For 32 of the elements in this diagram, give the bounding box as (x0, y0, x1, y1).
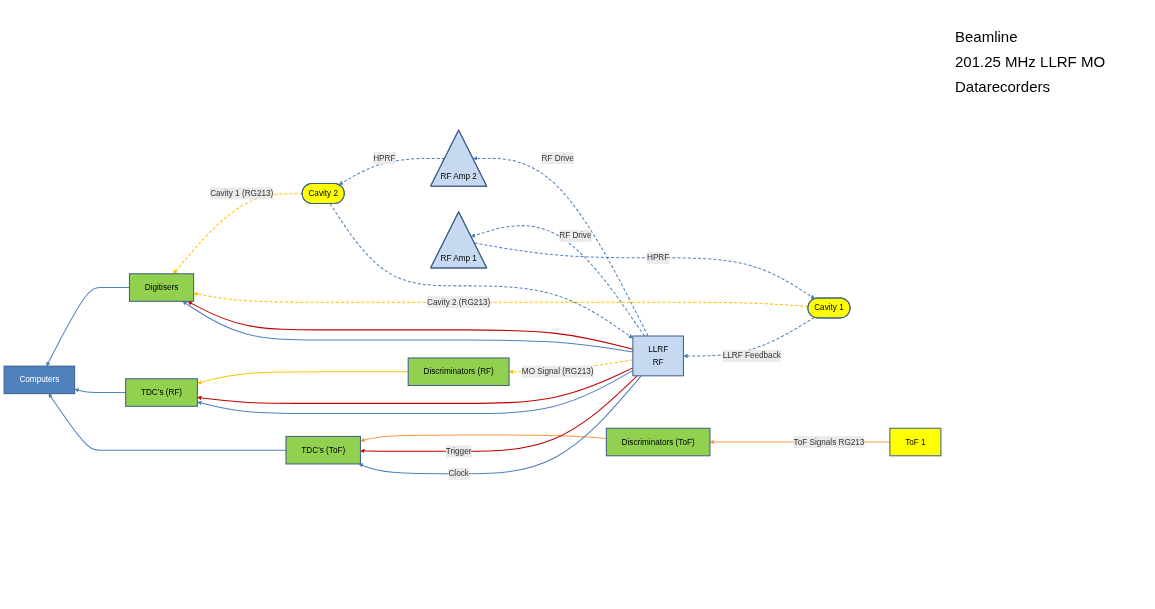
node-box: Digitisers (128, 272, 195, 302)
edge-label: RF Drive (559, 230, 592, 240)
arrow (358, 374, 642, 474)
arrow (46, 286, 130, 366)
arrow (473, 241, 815, 299)
edge-label: Cavity 1 (RG213) (210, 188, 274, 198)
arrow (173, 192, 303, 274)
edge-label: HPRF (373, 153, 396, 162)
edge-label: MO Signal (RG213) (521, 366, 594, 376)
edge-label: Trigger (445, 446, 472, 455)
arrow (360, 434, 607, 442)
arrow (472, 155, 649, 336)
node-box: Discriminators (ToF) (605, 427, 711, 456)
edge-label: LLRF Feedback (722, 350, 781, 360)
node-box: ToF 1 (889, 427, 942, 456)
arrow (197, 370, 409, 384)
node-box: Computers (3, 365, 76, 394)
arrow (360, 374, 638, 453)
node-box: TDC’s (ToF) (285, 435, 361, 464)
edge-label: ToF Signals RG213 (793, 436, 865, 446)
note-label: 201.25 MHz LLRF MO (955, 53, 1107, 70)
edge-label: RF Drive (541, 153, 574, 162)
node-box: LLRF RF (632, 335, 684, 376)
arrow (329, 202, 634, 338)
note-label: Beamline (955, 28, 1019, 45)
edge-label: Cavity 2 (RG213) (427, 297, 491, 306)
node-box: TDC’s (RF) (125, 377, 198, 407)
node-box: Discriminators (RF) (407, 356, 510, 386)
arrow (470, 224, 645, 336)
note-label: Datarecorders (955, 78, 1052, 95)
edge-label: HPRF (647, 252, 670, 262)
edge-label: Clock (448, 468, 469, 478)
